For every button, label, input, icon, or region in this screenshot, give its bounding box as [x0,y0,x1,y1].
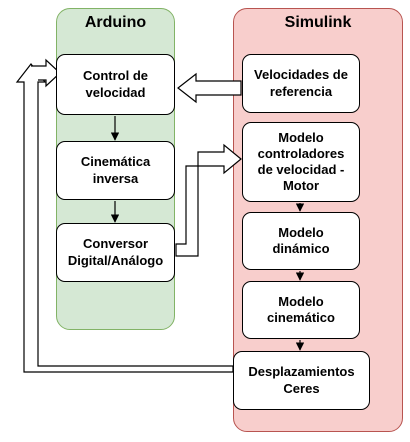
node-cinematica-inversa: Cinemática inversa [56,141,175,200]
node-control-velocidad: Control de velocidad [56,54,175,115]
node-conversor: Conversor Digital/Análogo [56,223,175,282]
node-modelo-cinematico: Modelo cinemático [242,281,360,339]
group-title-simulink: Simulink [284,14,352,31]
node-desplazamientos: Desplazamientos Ceres [233,351,370,410]
node-modelo-dinamico: Modelo dinámico [242,212,360,270]
node-velocidades-referencia: Velocidades de referencia [242,54,360,113]
edge-referencia-to-control [177,72,242,104]
group-title-arduino: Arduino [84,14,147,31]
edge-conversor-to-controladores [175,143,242,257]
node-modelo-controladores: Modelo controladores de velocidad - Moto… [242,122,360,202]
